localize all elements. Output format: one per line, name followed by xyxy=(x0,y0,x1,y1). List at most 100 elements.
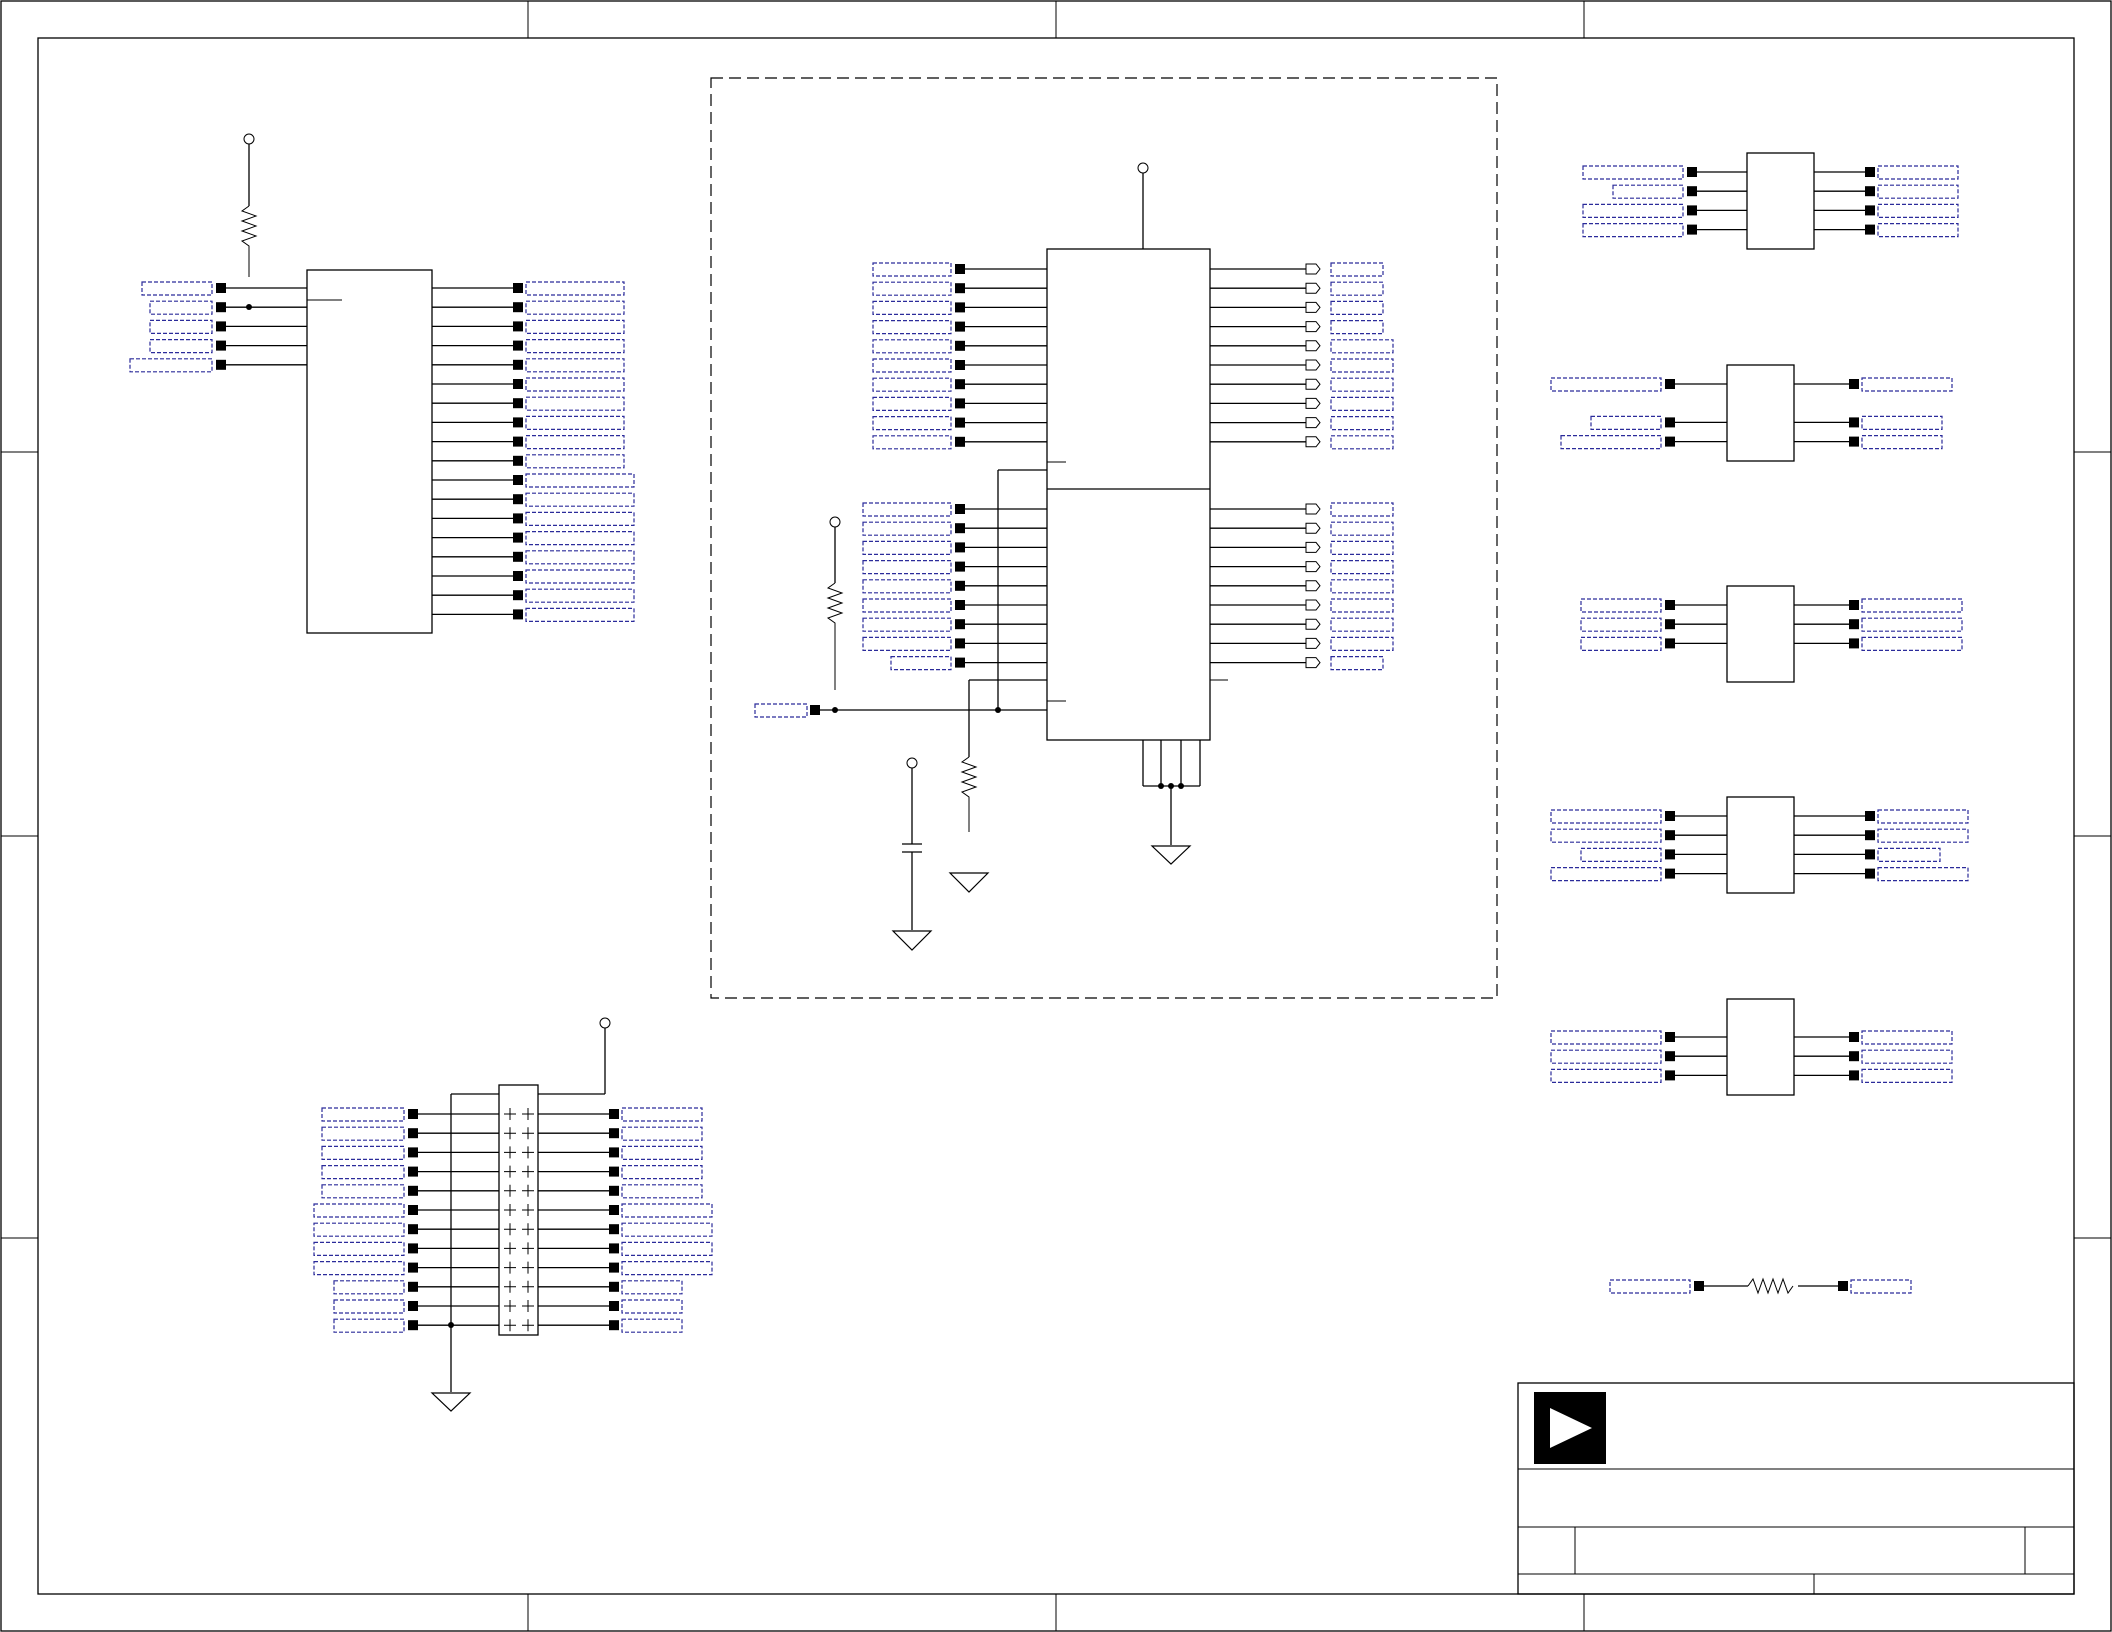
main-left-upper-pin-5-pad xyxy=(955,340,965,351)
net-label-series-right xyxy=(1850,1279,1912,1294)
header-pin-cross xyxy=(504,1127,534,1140)
small-ic-3-right-pin-1-pad xyxy=(1849,600,1859,610)
small-ic-4-left-pin-1-pad xyxy=(1665,811,1675,821)
small-ic-1-right-pin-4-pad xyxy=(1865,224,1875,235)
small-ic-5-right-pin-1-pad xyxy=(1849,1032,1859,1042)
connector-right-pin-6-net-label xyxy=(525,377,625,392)
main-left-lower-pin-1-net-label xyxy=(862,502,952,517)
connector-right-pin-14-pad xyxy=(513,532,523,543)
main-right-lower-pin-1-net-label xyxy=(1330,502,1394,517)
small-ic-3-body xyxy=(1726,585,1795,683)
connector-left-pin-4-net-label xyxy=(149,339,213,354)
header-right-row-7-net-label xyxy=(621,1222,713,1237)
header-left-row-3-pad xyxy=(408,1147,418,1158)
connector-right-pin-12-pad xyxy=(513,494,523,505)
pullup-resistor-reset xyxy=(826,582,844,690)
header-right-row-12-net-label xyxy=(621,1318,683,1333)
header-left-row-2-pad xyxy=(408,1128,418,1139)
connector-left-pin-2-pad xyxy=(216,302,226,313)
small-ic-5-left-pin-2-net-label xyxy=(1550,1049,1662,1064)
header-pin-cross xyxy=(504,1223,534,1236)
header-right-row-6-pad xyxy=(609,1205,619,1215)
connector-left-pin-1-pad xyxy=(216,283,226,293)
main-left-lower-pin-9-net-label xyxy=(890,655,952,671)
ground-symbol-2 xyxy=(948,872,990,893)
small-ic-3-right-pin-1-net-label xyxy=(1861,598,1963,613)
header-left-row-9-net-label xyxy=(313,1260,405,1276)
small-ic-4-body xyxy=(1726,796,1795,894)
main-right-lower-pin-5-net-label xyxy=(1330,579,1394,594)
connector-right-pin-18-net-label xyxy=(525,607,635,623)
connector-right-pin-10-pad xyxy=(513,455,523,466)
main-right-upper-pin-5-port xyxy=(1305,340,1321,352)
main-right-upper-pin-2-port xyxy=(1305,282,1321,294)
main-right-upper-pin-1-port xyxy=(1305,263,1321,275)
small-ic-4-right-pin-2-net-label xyxy=(1877,828,1969,843)
small-ic-1-left-pin-2-pad xyxy=(1687,186,1697,197)
header-right-row-4-pad xyxy=(609,1166,619,1177)
main-left-lower-pin-2-net-label xyxy=(862,521,952,536)
small-ic-1-right-pin-4-net-label xyxy=(1877,223,1959,238)
series-resistor xyxy=(1609,1277,1912,1295)
header-left-row-12-pad xyxy=(408,1320,418,1331)
small-ic-5-left-pin-3-net-label xyxy=(1550,1068,1662,1084)
small-ic-2-left-pin-1-pad xyxy=(1665,379,1675,389)
header-right-row-2-pad xyxy=(609,1128,619,1139)
header-right-row-3-pad xyxy=(609,1147,619,1158)
pullup-resistor-1 xyxy=(240,205,258,277)
main-right-lower-pin-7-port xyxy=(1305,618,1321,630)
small-ic-4 xyxy=(1550,796,1969,894)
main-left-upper-pin-6-net-label xyxy=(872,358,952,373)
connector-chip xyxy=(306,269,433,634)
header-left-row-1-net-label xyxy=(321,1107,405,1122)
connector-right-pin-8-net-label xyxy=(525,415,625,430)
small-ic-3-left-pin-2-pad xyxy=(1665,619,1675,630)
header-right-row-9-net-label xyxy=(621,1260,713,1276)
main-left-lower-pin-7-net-label xyxy=(862,617,952,632)
header-right-row-12-pad xyxy=(609,1320,619,1331)
header-pin-cross xyxy=(504,1300,534,1312)
connector-right-pin-5-net-label xyxy=(525,358,625,373)
small-ic-4-left-pin-4-net-label xyxy=(1550,866,1662,882)
header-pin-cross xyxy=(504,1165,534,1178)
ground-symbol-4 xyxy=(430,1392,472,1412)
small-ic-5-right-pin-2-net-label xyxy=(1861,1049,1953,1064)
main-right-lower-pin-8-net-label xyxy=(1330,636,1394,652)
connector-right-pin-15-net-label xyxy=(525,550,635,565)
connector-left-pin-2-net-label xyxy=(149,300,213,315)
main-left-lower-pin-1-pad xyxy=(955,504,965,514)
power-ring-cap xyxy=(906,757,918,769)
small-ic-1-right-pin-1-pad xyxy=(1865,167,1875,177)
main-right-upper-pin-3-port xyxy=(1305,301,1321,313)
header-left-row-7-pad xyxy=(408,1224,418,1235)
connector-right-pin-12-net-label xyxy=(525,492,635,507)
header-right-row-10-net-label xyxy=(621,1280,683,1295)
small-ic-5 xyxy=(1550,998,1953,1096)
main-right-upper-pin-9-port xyxy=(1305,417,1321,429)
header-right-row-10-pad xyxy=(609,1281,619,1292)
connector-right-pin-7-net-label xyxy=(525,396,625,411)
main-right-upper-pin-2-net-label xyxy=(1330,281,1384,296)
small-ic-5-left-pin-2-pad xyxy=(1665,1051,1675,1062)
header-left-row-6-pad xyxy=(408,1205,418,1215)
header-left-row-5-net-label xyxy=(321,1184,405,1199)
small-ic-2 xyxy=(1550,364,1953,462)
main-left-upper-pin-4-net-label xyxy=(872,320,952,335)
header-right-row-8-net-label xyxy=(621,1241,713,1257)
ground-symbol-3 xyxy=(1150,845,1192,865)
header-left-row-1-pad xyxy=(408,1109,418,1119)
play-triangle-logo-icon xyxy=(1534,1392,1606,1464)
net-label-series-left xyxy=(1609,1279,1691,1294)
connector-right-pin-15-pad xyxy=(513,551,523,562)
main-left-upper-pin-4-pad xyxy=(955,321,965,332)
connector-right-pin-1-pad xyxy=(513,283,523,293)
small-ic-4-left-pin-2-net-label xyxy=(1550,828,1662,843)
main-left-lower-pin-8-net-label xyxy=(862,636,952,652)
connector-right-pin-8-pad xyxy=(513,417,523,428)
header-left-row-10-net-label xyxy=(333,1280,405,1295)
main-right-upper-pin-5-net-label xyxy=(1330,339,1394,354)
connector-right-pin-10-net-label xyxy=(525,454,625,469)
